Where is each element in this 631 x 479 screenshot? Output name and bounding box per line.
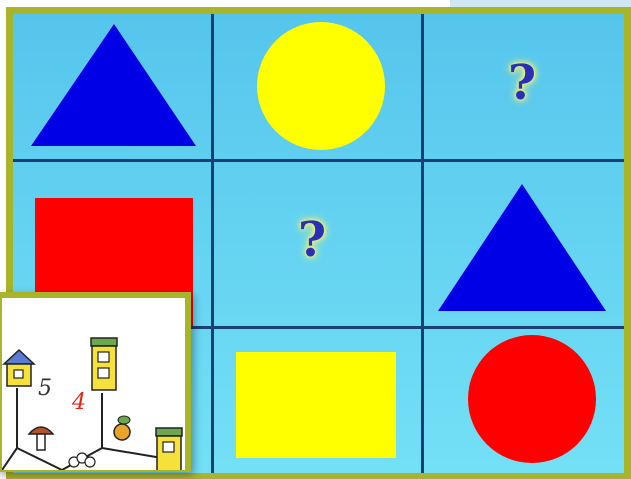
- cell-r1-c1[interactable]: ?: [214, 162, 421, 326]
- flower-icon: [64, 450, 104, 470]
- cell-r1-c2[interactable]: [424, 162, 624, 326]
- house-icon: [2, 348, 36, 388]
- yellow-rectangle: [214, 329, 421, 473]
- inset-drawing: 5 4: [2, 298, 185, 470]
- blue-triangle: [13, 14, 211, 159]
- inset-picture-card: 5 4: [0, 292, 191, 472]
- question-mark: ?: [298, 216, 326, 264]
- question-mark: ?: [508, 59, 536, 107]
- cell-r0-c1[interactable]: [214, 14, 421, 159]
- cell-r0-c2[interactable]: ?: [424, 14, 624, 159]
- blue-triangle: [424, 162, 624, 326]
- number-label: 5: [38, 376, 52, 401]
- house-icon: [154, 426, 184, 470]
- house-icon: [87, 336, 121, 392]
- red-circle: [424, 329, 624, 473]
- number-label: 4: [72, 390, 86, 415]
- mushroom-icon: [26, 420, 56, 454]
- yellow-circle: [214, 14, 421, 159]
- cell-r0-c0[interactable]: [13, 14, 211, 159]
- cell-r2-c1[interactable]: [214, 329, 421, 473]
- cell-r2-c2[interactable]: [424, 329, 624, 473]
- apple-icon: [110, 408, 140, 442]
